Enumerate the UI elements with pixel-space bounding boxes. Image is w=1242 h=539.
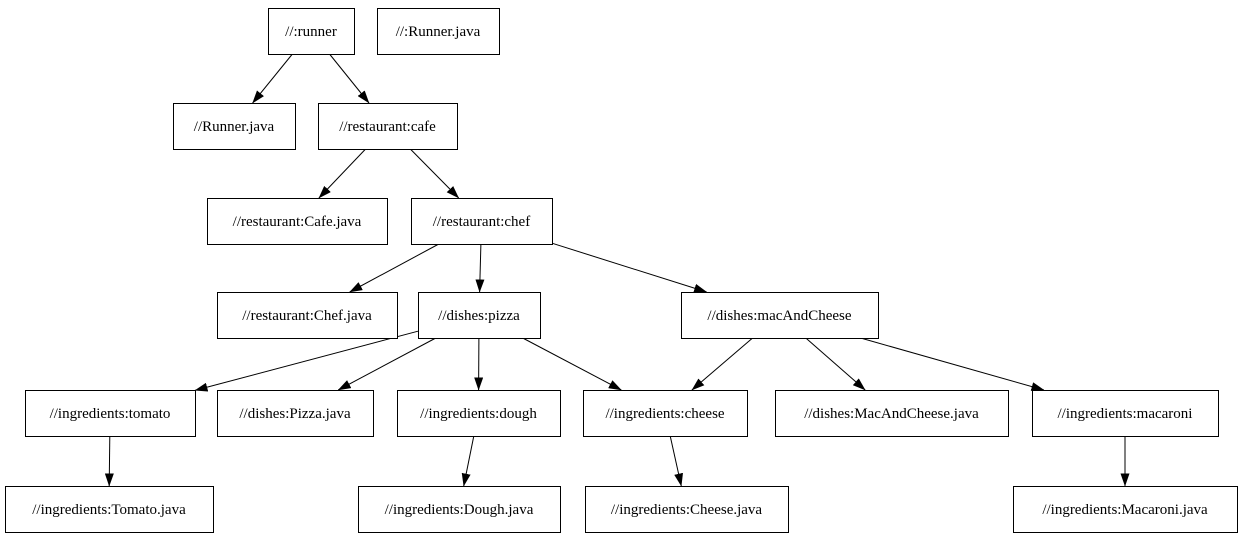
edge-pizza-to-cheese [522, 337, 622, 391]
graph-node-cheese-java: //ingredients:Cheese.java [585, 486, 789, 533]
edges-layer [104, 53, 1130, 487]
graph-node-chef: //restaurant:chef [411, 198, 553, 245]
graph-node-dough: //ingredients:dough [397, 390, 561, 437]
node-label-cheese-java: //ingredients:Cheese.java [611, 502, 763, 518]
graph-node-cheese: //ingredients:cheese [583, 390, 748, 437]
graph-node-pizza-java: //dishes:Pizza.java [217, 390, 374, 437]
node-label-dough-java: //ingredients:Dough.java [385, 502, 534, 518]
node-box-cheese-java [585, 486, 789, 533]
edge-mac-and-cheese-to-cheese [691, 337, 753, 391]
edge-cheese-to-cheese-java [669, 435, 683, 487]
graph-node-runner: //:runner [268, 8, 355, 55]
node-box-chef-java [217, 292, 398, 339]
edge-chef-to-mac-and-cheese [551, 242, 708, 293]
node-label-tomato-java: //ingredients:Tomato.java [32, 502, 186, 518]
node-label-runner-java-file: //:Runner.java [396, 24, 481, 40]
node-box-runner-java [173, 103, 296, 150]
graph-node-macaroni: //ingredients:macaroni [1032, 390, 1219, 437]
node-label-mac-and-cheese-java: //dishes:MacAndCheese.java [804, 406, 979, 422]
edge-chef-to-pizza [475, 243, 485, 293]
edge-runner-to-runner-java [252, 53, 293, 104]
node-label-runner-java: //Runner.java [194, 119, 275, 135]
node-label-chef: //restaurant:chef [433, 214, 530, 230]
graph-node-pizza: //dishes:pizza [418, 292, 541, 339]
node-box-macaroni [1032, 390, 1219, 437]
edge-mac-and-cheese-to-mac-and-cheese-java [805, 337, 866, 391]
graph-node-mac-and-cheese-java: //dishes:MacAndCheese.java [775, 390, 1009, 437]
node-label-cafe-java: //restaurant:Cafe.java [233, 214, 362, 230]
node-box-tomato-java [5, 486, 214, 533]
graph-node-runner-java-file: //:Runner.java [377, 8, 500, 55]
edge-pizza-to-pizza-java [337, 337, 437, 391]
node-box-cafe-java [207, 198, 388, 245]
edge-pizza-to-tomato [194, 330, 419, 392]
node-label-dough: //ingredients:dough [420, 406, 537, 422]
node-label-tomato: //ingredients:tomato [50, 406, 171, 422]
graph-node-cafe: //restaurant:cafe [318, 103, 458, 150]
node-label-chef-java: //restaurant:Chef.java [242, 308, 372, 324]
graph-node-dough-java: //ingredients:Dough.java [358, 486, 561, 533]
node-label-macaroni-java: //ingredients:Macaroni.java [1042, 502, 1208, 518]
node-label-mac-and-cheese: //dishes:macAndCheese [707, 308, 851, 324]
node-label-cheese: //ingredients:cheese [605, 406, 724, 422]
node-label-macaroni: //ingredients:macaroni [1058, 406, 1193, 422]
edge-cafe-to-chef [409, 148, 460, 199]
node-box-tomato [25, 390, 196, 437]
edge-chef-to-chef-java [349, 243, 440, 293]
edge-dough-to-dough-java [461, 435, 475, 487]
edge-tomato-to-tomato-java [104, 435, 114, 487]
graph-node-runner-java: //Runner.java [173, 103, 296, 150]
node-label-pizza: //dishes:pizza [438, 308, 520, 324]
node-box-cheese [583, 390, 748, 437]
graph-node-tomato-java: //ingredients:Tomato.java [5, 486, 214, 533]
node-box-cafe [318, 103, 458, 150]
nodes-layer: //:runner //:Runner.java //Runner.java //re… [5, 8, 1238, 533]
graph-node-mac-and-cheese: //dishes:macAndCheese [681, 292, 879, 339]
node-label-pizza-java: //dishes:Pizza.java [239, 406, 351, 422]
graph-node-tomato: //ingredients:tomato [25, 390, 196, 437]
edge-runner-to-cafe [329, 53, 370, 104]
node-box-pizza [418, 292, 541, 339]
node-box-mac-and-cheese [681, 292, 879, 339]
node-box-mac-and-cheese-java [775, 390, 1009, 437]
edge-mac-and-cheese-to-macaroni [860, 337, 1045, 391]
node-box-runner [268, 8, 355, 55]
node-box-chef [411, 198, 553, 245]
node-box-dough [397, 390, 561, 437]
graph-node-chef-java: //restaurant:Chef.java [217, 292, 398, 339]
node-box-dough-java [358, 486, 561, 533]
node-label-cafe: //restaurant:cafe [339, 119, 436, 135]
graph-node-cafe-java: //restaurant:Cafe.java [207, 198, 388, 245]
node-box-runner-java-file [377, 8, 500, 55]
graph-node-macaroni-java: //ingredients:Macaroni.java [1013, 486, 1238, 533]
node-box-pizza-java [217, 390, 374, 437]
node-box-macaroni-java [1013, 486, 1238, 533]
node-label-runner: //:runner [285, 24, 337, 40]
edge-cafe-to-cafe-java [318, 148, 366, 199]
